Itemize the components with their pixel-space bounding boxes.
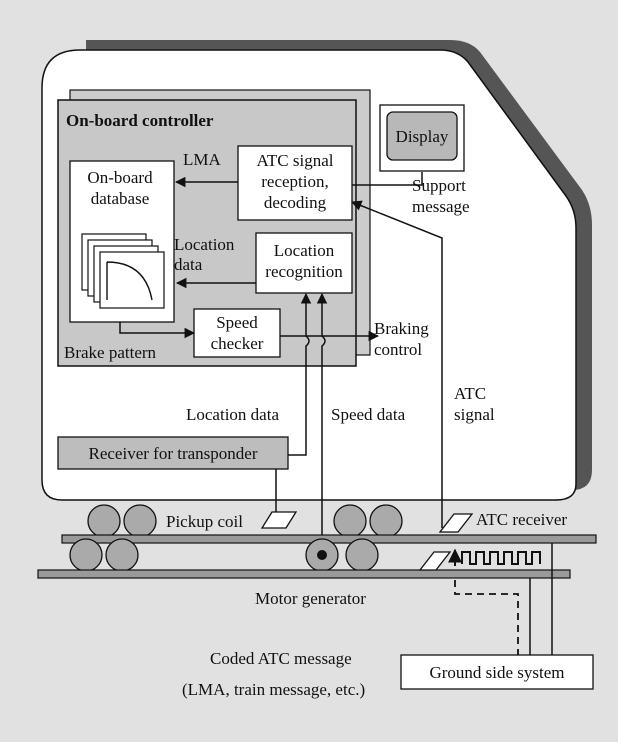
support-message-line1: Support xyxy=(412,176,466,195)
display-to-atc-line xyxy=(352,172,423,186)
location-data-outer-label: Location data xyxy=(186,405,279,424)
coded-message-dashed-line xyxy=(454,580,519,655)
receiver-transponder-label: Receiver for transponder xyxy=(89,444,258,463)
pickup-coil-icon xyxy=(260,511,298,529)
display-screen xyxy=(386,111,458,161)
atc-box-line2: reception, xyxy=(261,172,329,191)
pattern-sheet-4 xyxy=(99,251,165,309)
atc-box-line1: ATC signal xyxy=(257,151,334,170)
wheel xyxy=(123,504,157,538)
atc-receiver-label: ATC receiver xyxy=(476,510,567,529)
display-label: Display xyxy=(396,127,449,146)
braking-control-line2: control xyxy=(374,340,422,359)
wheel xyxy=(69,538,103,572)
brake-curve xyxy=(106,261,153,301)
database-to-speed-checker xyxy=(119,322,196,339)
receiver-transponder-box xyxy=(57,436,289,470)
controller-title: On-board controller xyxy=(66,111,214,130)
wheel xyxy=(369,504,403,538)
atc-pulse-wave xyxy=(461,551,541,565)
ground-side-system-box xyxy=(400,654,594,690)
coded-message-line2: (LMA, train message, etc.) xyxy=(182,680,365,699)
atc-signal-line xyxy=(351,200,443,528)
speed-data-line xyxy=(316,292,328,553)
brake-pattern-label: Brake pattern xyxy=(64,343,157,362)
wheel xyxy=(87,504,121,538)
location-data-inner-line2: data xyxy=(174,255,203,274)
ground-side-label: Ground side system xyxy=(429,663,564,682)
support-message-line2: message xyxy=(412,197,470,216)
speed-data-label: Speed data xyxy=(331,405,406,424)
coded-message-line1: Coded ATC message xyxy=(210,649,352,668)
rail-lower xyxy=(37,569,571,579)
wheel xyxy=(333,504,367,538)
pickup-coil-label: Pickup coil xyxy=(166,512,243,531)
atc-receiver-coil-upper xyxy=(438,513,474,533)
motor-generator-hub xyxy=(317,550,327,560)
speed-checker-line2: checker xyxy=(211,334,264,353)
atc-reception-box xyxy=(237,145,353,221)
atc-box-line3: decoding xyxy=(264,193,327,212)
atc-receiver-coil-lower xyxy=(418,551,452,571)
speed-checker-line1: Speed xyxy=(216,313,258,332)
location-recognition-line1: Location xyxy=(274,241,335,260)
wheel xyxy=(345,538,379,572)
wheel xyxy=(105,538,139,572)
location-recognition-box xyxy=(255,232,353,294)
atc-signal-line2: signal xyxy=(454,405,495,424)
braking-control-line1: Braking xyxy=(374,319,429,338)
location-data-line xyxy=(288,292,312,456)
atc-signal-line1: ATC xyxy=(454,384,486,403)
motor-generator-label: Motor generator xyxy=(255,589,366,608)
database-line2: database xyxy=(91,189,150,208)
database-line1: On-board xyxy=(87,168,153,187)
location-recognition-line2: recognition xyxy=(265,262,343,281)
location-data-inner-line1: Location xyxy=(174,235,235,254)
lma-label: LMA xyxy=(183,150,222,169)
